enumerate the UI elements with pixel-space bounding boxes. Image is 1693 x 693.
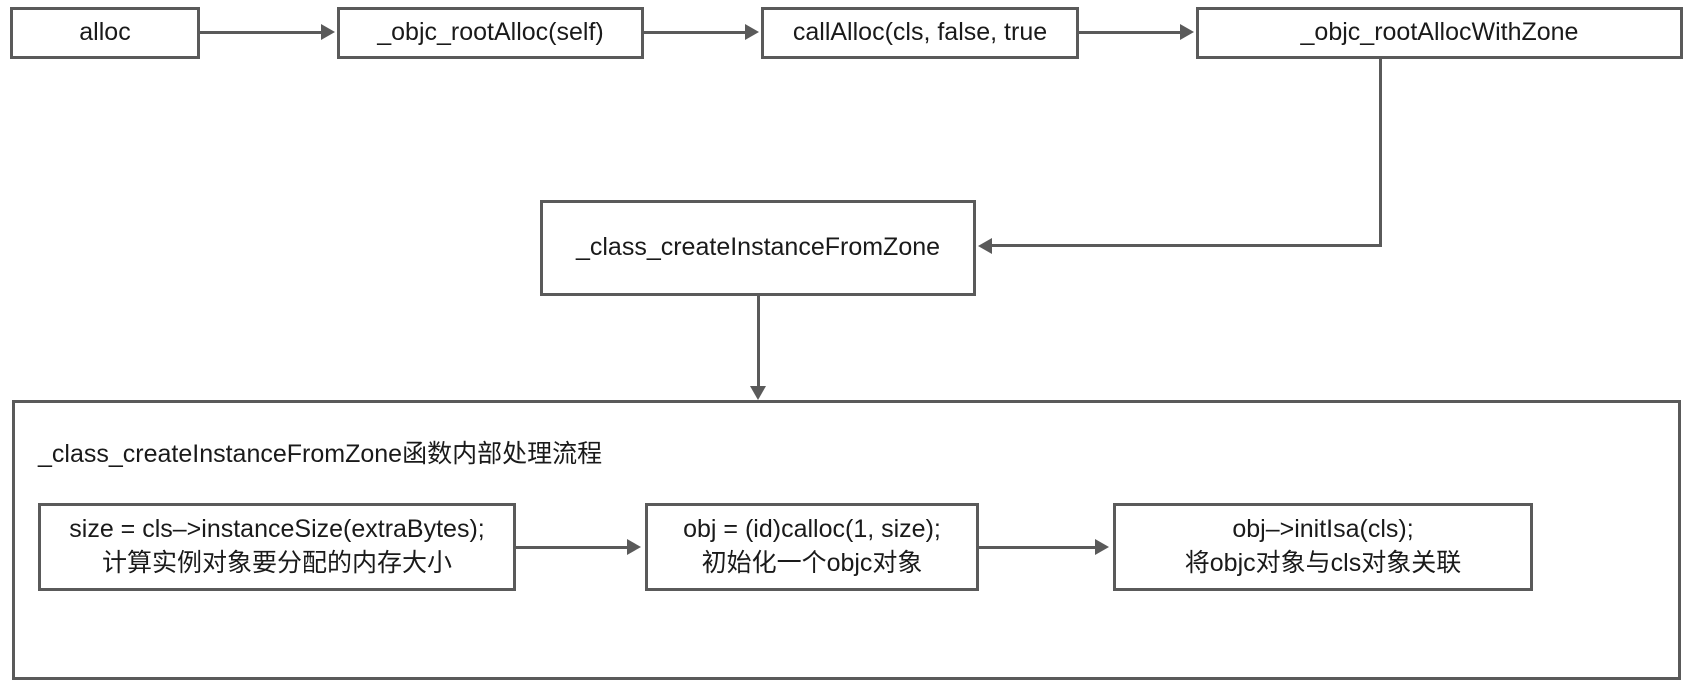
connector-callalloc-to-rootallocwithzone-arrowhead	[1180, 24, 1194, 40]
connector-alloc-to-rootalloc-arrowhead	[321, 24, 335, 40]
node-alloc[interactable]: alloc	[10, 7, 200, 59]
node-call-alloc[interactable]: callAlloc(cls, false, true	[761, 7, 1079, 59]
connector-createinstance-to-group-vertical	[757, 296, 760, 388]
connector-instancesize-to-calloc-arrowhead	[627, 539, 641, 555]
node-instance-size-line2: 计算实例对象要分配的内存大小	[101, 549, 452, 577]
node-objc-root-alloc[interactable]: _objc_rootAlloc(self)	[337, 7, 644, 59]
node-alloc-label: alloc	[79, 18, 131, 47]
connector-rootalloc-to-callalloc	[644, 31, 747, 34]
node-init-isa-line2: 将objc对象与cls对象关联	[1184, 549, 1462, 577]
node-init-isa[interactable]: obj–>initIsa(cls); 将objc对象与cls对象关联	[1113, 503, 1533, 591]
connector-calloc-to-initisa-arrowhead	[1095, 539, 1109, 555]
connector-alloc-to-rootalloc	[200, 31, 323, 34]
connector-rootalloc-to-callalloc-arrowhead	[745, 24, 759, 40]
node-class-create-instance-from-zone[interactable]: _class_createInstanceFromZone	[540, 200, 976, 296]
connector-instancesize-to-calloc	[516, 546, 629, 549]
node-instance-size[interactable]: size = cls–>instanceSize(extraBytes); 计算…	[38, 503, 516, 591]
node-objc-root-alloc-with-zone-label: _objc_rootAllocWithZone	[1300, 18, 1579, 47]
group-box-title: _class_createInstanceFromZone函数内部处理流程	[38, 440, 603, 468]
node-calloc[interactable]: obj = (id)calloc(1, size); 初始化一个objc对象	[645, 503, 979, 591]
connector-callalloc-to-rootallocwithzone	[1079, 31, 1182, 34]
connector-rootallocwithzone-to-createinstance-vertical	[1379, 59, 1382, 246]
node-init-isa-line1: obj–>initIsa(cls);	[1232, 515, 1414, 544]
connector-calloc-to-initisa	[979, 546, 1097, 549]
node-call-alloc-label: callAlloc(cls, false, true	[792, 18, 1048, 47]
node-calloc-line2: 初始化一个objc对象	[701, 549, 923, 577]
node-objc-root-alloc-with-zone[interactable]: _objc_rootAllocWithZone	[1196, 7, 1683, 59]
connector-rootallocwithzone-to-createinstance-horizontal	[992, 244, 1382, 247]
node-objc-root-alloc-label: _objc_rootAlloc(self)	[377, 18, 604, 47]
node-instance-size-line1: size = cls–>instanceSize(extraBytes);	[69, 515, 485, 544]
connector-createinstance-to-group-arrowhead	[750, 386, 766, 400]
node-calloc-line1: obj = (id)calloc(1, size);	[683, 515, 941, 544]
node-class-create-instance-from-zone-label: _class_createInstanceFromZone	[575, 233, 941, 262]
connector-rootallocwithzone-to-createinstance-arrowhead	[978, 238, 992, 254]
